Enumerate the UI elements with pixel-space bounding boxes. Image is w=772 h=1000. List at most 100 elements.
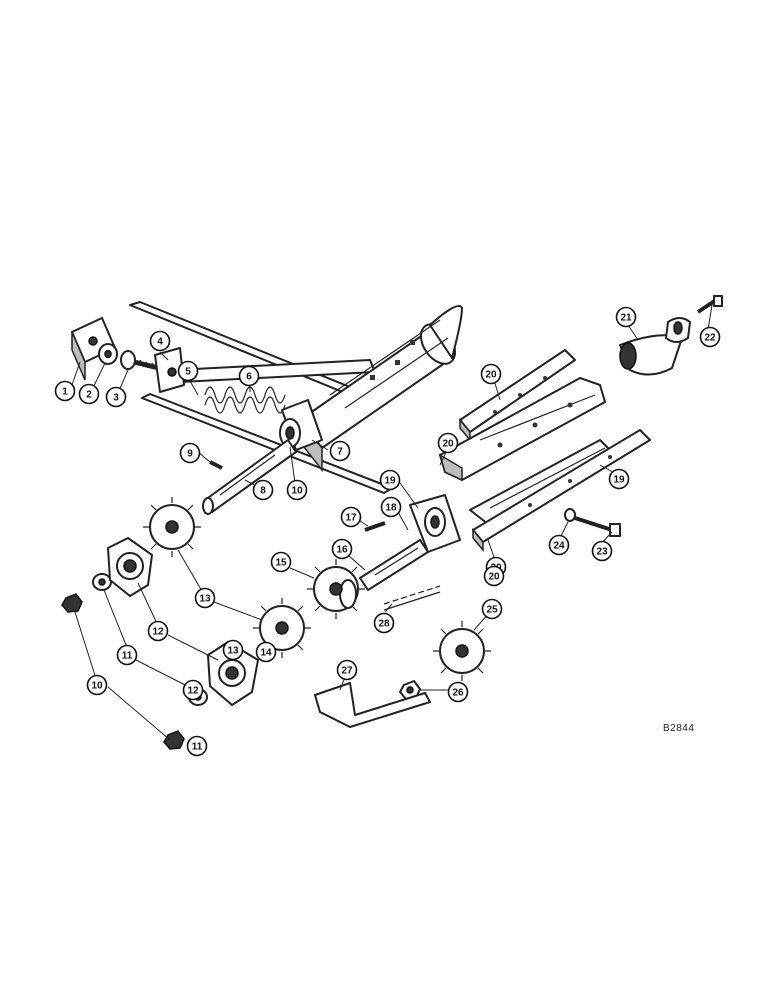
callout-circle-26 [447, 681, 469, 703]
compression-spring [204, 386, 286, 414]
callout-circle-27 [336, 659, 358, 681]
callout-label-25: 25 [486, 605, 498, 616]
callout-circle-11 [116, 644, 138, 666]
callout-label-19: 19 [384, 476, 396, 487]
plate-bracket-4 [154, 347, 185, 393]
callout-label-13: 13 [199, 594, 211, 605]
sprocket-13-upper [143, 497, 201, 557]
callout-label-20: 20 [488, 572, 500, 583]
callout-label-11: 11 [122, 651, 133, 662]
callout-label-12: 12 [152, 627, 164, 638]
runner-19-upper [438, 377, 606, 482]
callout-label-22: 22 [704, 333, 716, 344]
bearing-housing-18 [409, 494, 461, 553]
skid-shoe-20-upper [459, 349, 576, 443]
callout-circle-23 [591, 540, 613, 562]
callout-circle-21 [615, 306, 637, 328]
bolt-22 [696, 295, 723, 314]
callout-label-1: 1 [62, 387, 68, 398]
lock-washer-24 [564, 508, 576, 522]
callout-circle-14 [255, 641, 277, 663]
callout-label-17: 17 [345, 513, 357, 524]
callout-label-26: 26 [452, 688, 464, 699]
callout-circle-19 [608, 468, 630, 490]
cone-nose-21 [619, 334, 683, 376]
callout-label-28: 28 [378, 619, 390, 630]
callout-circle-16 [331, 538, 353, 560]
callout-circle-8 [252, 479, 274, 501]
callout-label-5: 5 [185, 367, 191, 378]
callout-label-4: 4 [157, 337, 163, 348]
callout-circle-17 [340, 506, 362, 528]
callout-label-20: 20 [442, 439, 454, 450]
bearing-housing-7 [279, 399, 323, 451]
callout-label-6: 6 [246, 372, 252, 383]
skid-shoe-20-lower [472, 429, 651, 553]
conveyor-housing [299, 305, 463, 473]
callout-label-24: 24 [553, 541, 565, 552]
sprocket-13-lower [253, 598, 311, 658]
callout-label-23: 23 [596, 547, 608, 558]
callout-label-9: 9 [187, 449, 193, 460]
washer-11-upper [92, 573, 112, 591]
callout-circle-9 [179, 442, 201, 464]
callout-label-7: 7 [337, 447, 343, 458]
callout-circle-15 [270, 551, 292, 573]
callout-label-2: 2 [86, 390, 92, 401]
callout-label-18: 18 [385, 503, 397, 514]
callout-circle-6 [238, 365, 260, 387]
callout-label-13: 13 [227, 646, 239, 657]
flange-bearing-12-upper [107, 537, 153, 597]
reference-code: B2844 [663, 723, 694, 734]
callout-circle-22 [699, 326, 721, 348]
callout-circle-25 [481, 598, 503, 620]
callout-label-10: 10 [91, 681, 103, 692]
callout-label-14: 14 [260, 648, 272, 659]
callout-label-10: 10 [291, 486, 303, 497]
callout-circle-13 [194, 587, 216, 609]
callout-circle-5 [177, 360, 199, 382]
callout-circle-12 [182, 679, 204, 701]
bolt-23 [574, 516, 621, 537]
sprocket-25 [433, 621, 491, 681]
flat-washer-2 [98, 343, 118, 365]
callout-circle-13 [222, 639, 244, 661]
callout-circle-24 [548, 534, 570, 556]
flange-bearing-12-lower [207, 641, 259, 706]
cone-cap [665, 317, 691, 343]
callout-circle-1 [54, 380, 76, 402]
callout-label-8: 8 [260, 486, 266, 497]
bracket-27 [314, 682, 431, 728]
key-pin-9 [209, 460, 223, 470]
callout-circle-3 [105, 386, 127, 408]
callout-circle-4 [149, 330, 171, 352]
main-shaft [202, 439, 297, 515]
callout-circle-20 [437, 432, 459, 454]
callout-circle-20 [480, 363, 502, 385]
callout-circle-12 [147, 620, 169, 642]
sprocket-14 [307, 559, 365, 619]
callout-circle-18 [380, 496, 402, 518]
callout-label-19: 19 [613, 475, 625, 486]
callout-circle-11 [186, 735, 208, 757]
callout-label-3: 3 [113, 393, 119, 404]
callout-label-11: 11 [192, 742, 203, 753]
callout-circle-19 [379, 469, 401, 491]
callout-label-20: 20 [485, 370, 497, 381]
callout-circle-10 [86, 674, 108, 696]
hex-nut-10-lower [163, 730, 185, 750]
callout-circle-20 [483, 565, 505, 587]
callout-label-21: 21 [620, 313, 632, 324]
callout-label-15: 15 [275, 558, 287, 569]
callout-label-27: 27 [341, 666, 353, 677]
hex-nut-10-upper [61, 593, 83, 613]
callout-circle-7 [329, 440, 351, 462]
callout-circle-2 [78, 383, 100, 405]
drive-shaft-15 [359, 539, 429, 591]
callout-circle-28 [373, 612, 395, 634]
callout-label-12: 12 [187, 686, 199, 697]
key-pin-16 [364, 521, 386, 532]
callout-circle-10 [286, 479, 308, 501]
